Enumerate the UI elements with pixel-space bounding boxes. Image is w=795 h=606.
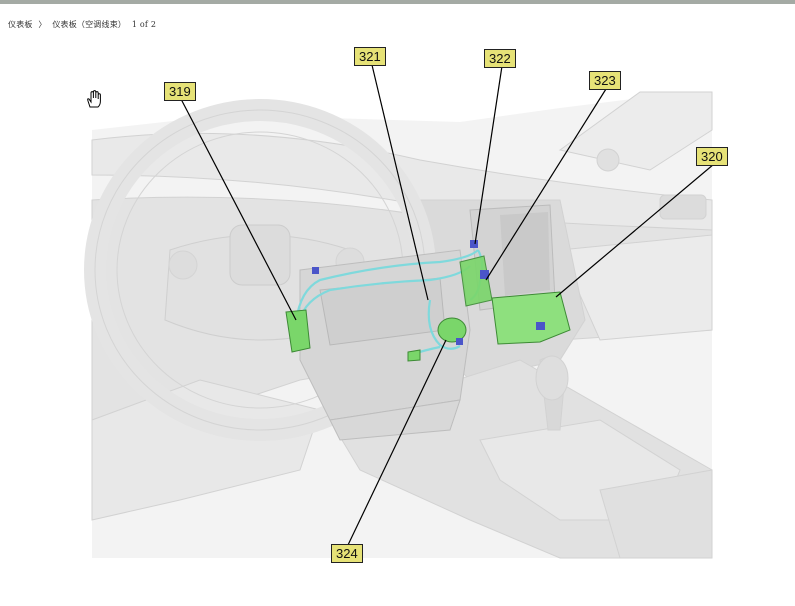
callout-320[interactable]: 320 bbox=[696, 147, 728, 166]
breadcrumb-item-ac-harness: 仪表板（空调线束） bbox=[52, 20, 127, 29]
breadcrumb-separator: 〉 bbox=[38, 20, 47, 29]
callout-322[interactable]: 322 bbox=[484, 49, 516, 68]
breadcrumb-item-dashboard[interactable]: 仪表板 bbox=[8, 20, 33, 29]
leader-lines bbox=[180, 64, 715, 546]
callout-321[interactable]: 321 bbox=[354, 47, 386, 66]
callout-324[interactable]: 324 bbox=[331, 544, 363, 563]
page-indicator: 1 of 2 bbox=[131, 20, 157, 29]
top-border bbox=[0, 0, 795, 4]
breadcrumb: 仪表板 〉 仪表板（空调线束） 1 of 2 bbox=[8, 19, 159, 30]
highlighted-components bbox=[285, 240, 571, 362]
callout-319[interactable]: 319 bbox=[164, 82, 196, 101]
pan-hand-icon[interactable] bbox=[84, 89, 104, 109]
callout-323[interactable]: 323 bbox=[589, 71, 621, 90]
